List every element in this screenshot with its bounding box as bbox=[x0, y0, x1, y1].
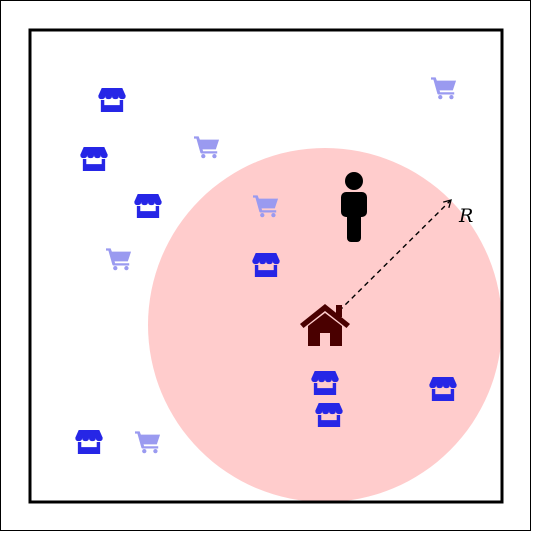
area-frame bbox=[28, 28, 504, 504]
radius-label: R bbox=[458, 205, 473, 227]
